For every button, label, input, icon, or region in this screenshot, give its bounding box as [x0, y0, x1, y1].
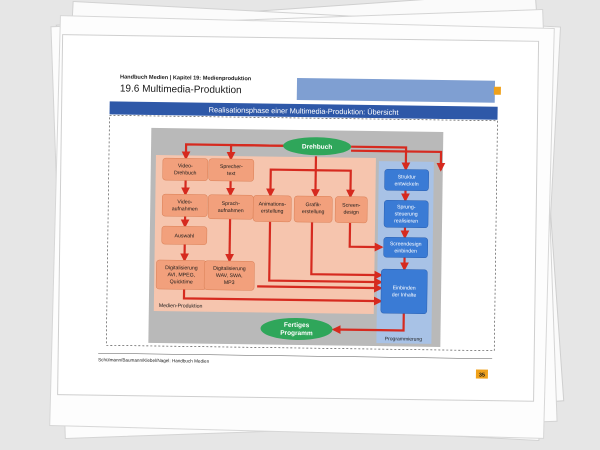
prog-boxes: [380, 168, 429, 314]
label-einbinden-1: Einbinden: [393, 285, 416, 291]
label-screendesign-einbinden-1: Screendesign: [390, 241, 422, 247]
label-digitalisierung-video-1: Digitalisierung: [165, 265, 198, 271]
label-sprung-2: steuerung: [395, 211, 418, 217]
box-video-aufnahmen: [161, 193, 208, 217]
main-slide: Handbuch Medien | Kapitel 19: Medienprod…: [57, 34, 540, 402]
label-grafikerstellung-1: Grafik-: [305, 202, 321, 208]
footer-left-text: Schülmann/Baumann/Klebel/Nagel: Handbuch…: [98, 357, 210, 364]
banner-title: Realisationsphase einer Multimedia-Produ…: [209, 105, 399, 117]
box-sprachaufnahmen: [207, 194, 254, 220]
label-animationserstellung-1: Animations-: [259, 201, 287, 207]
flow-arrows: [180, 143, 446, 334]
start-node-label: Drehbuch: [302, 144, 332, 151]
label-sprung-1: Sprung-: [397, 204, 416, 210]
label-sprung-3: realisieren: [394, 218, 418, 224]
label-video-aufnahmen-1: Video-: [177, 199, 192, 205]
label-auswahl: Auswahl: [174, 233, 194, 239]
page-number-badge: [475, 369, 488, 379]
label-animationserstellung-2: erstellung: [261, 208, 284, 214]
page-number: 35: [479, 373, 485, 379]
label-video-drehbuch-2: Drehbuch: [174, 170, 197, 176]
end-node-label-line2: Programm: [280, 330, 313, 337]
label-sprechertext-1: Sprecher-: [220, 164, 243, 170]
box-video-drehbuch: [162, 157, 209, 181]
label-sprachaufnahmen-1: Sprach-: [222, 201, 241, 207]
box-sprungsteuerung: [383, 199, 429, 228]
title-banner: [109, 101, 498, 120]
end-node-label-line1: Fertiges: [284, 322, 310, 329]
prog-box-labels: Struktur entwickeln Sprung- steuerung re…: [390, 174, 422, 298]
label-struktur-1: Struktur: [398, 174, 417, 180]
box-einbinden-inhalte: [380, 268, 428, 314]
box-animationserstellung: [252, 195, 292, 223]
label-digitalisierung-audio-2: WAV, SWA,: [216, 273, 243, 279]
box-screendesign-einbinden: [383, 236, 429, 258]
medien-region-label: Medien-Produktion: [159, 303, 203, 310]
medien-box-labels: Video- Drehbuch Sprecher- text Video- au…: [165, 163, 361, 286]
label-video-aufnahmen-2: aufnahmen: [172, 206, 198, 212]
label-sprachaufnahmen-2: aufnahmen: [218, 208, 244, 214]
label-video-drehbuch-1: Video-: [178, 163, 193, 169]
header-accent-square: [493, 86, 501, 95]
header-title: 19.6 Multimedia-Produktion: [120, 83, 242, 96]
box-grafikerstellung: [293, 195, 333, 223]
label-sprechertext-2: text: [227, 171, 236, 177]
header-small-text: Handbuch Medien | Kapitel 19: Medienprod…: [120, 74, 252, 82]
label-screendesign-2: design: [343, 210, 358, 216]
start-node-drehbuch: [283, 137, 352, 156]
label-grafikerstellung-2: erstellung: [302, 209, 325, 215]
label-einbinden-2: der Inhalte: [392, 292, 417, 298]
header-blue-gradient-bar: [296, 77, 496, 103]
box-screendesign: [334, 196, 368, 224]
footer-rule: [98, 352, 493, 359]
label-digitalisierung-video-2: AVI, MPEG,: [167, 272, 195, 278]
programmierung-region-label: Programmierung: [385, 336, 423, 343]
box-struktur-entwickeln: [384, 168, 429, 191]
label-screendesign-1: Screen-: [342, 203, 361, 209]
end-node-fertiges-programm: [260, 317, 333, 340]
box-sprechertext: [208, 158, 255, 182]
box-digitalisierung-audio: [203, 260, 255, 291]
diagram-frame: [105, 114, 498, 352]
label-screendesign-einbinden-2: einbinden: [394, 248, 417, 254]
medien-boxes: [155, 157, 368, 291]
label-digitalisierung-audio-3: MP3: [224, 280, 235, 286]
label-digitalisierung-video-3: Quicktime: [170, 279, 193, 285]
label-digitalisierung-audio-1: Digitalisierung: [213, 266, 246, 272]
box-auswahl: [161, 225, 208, 245]
label-struktur-2: entwickeln: [394, 181, 418, 187]
